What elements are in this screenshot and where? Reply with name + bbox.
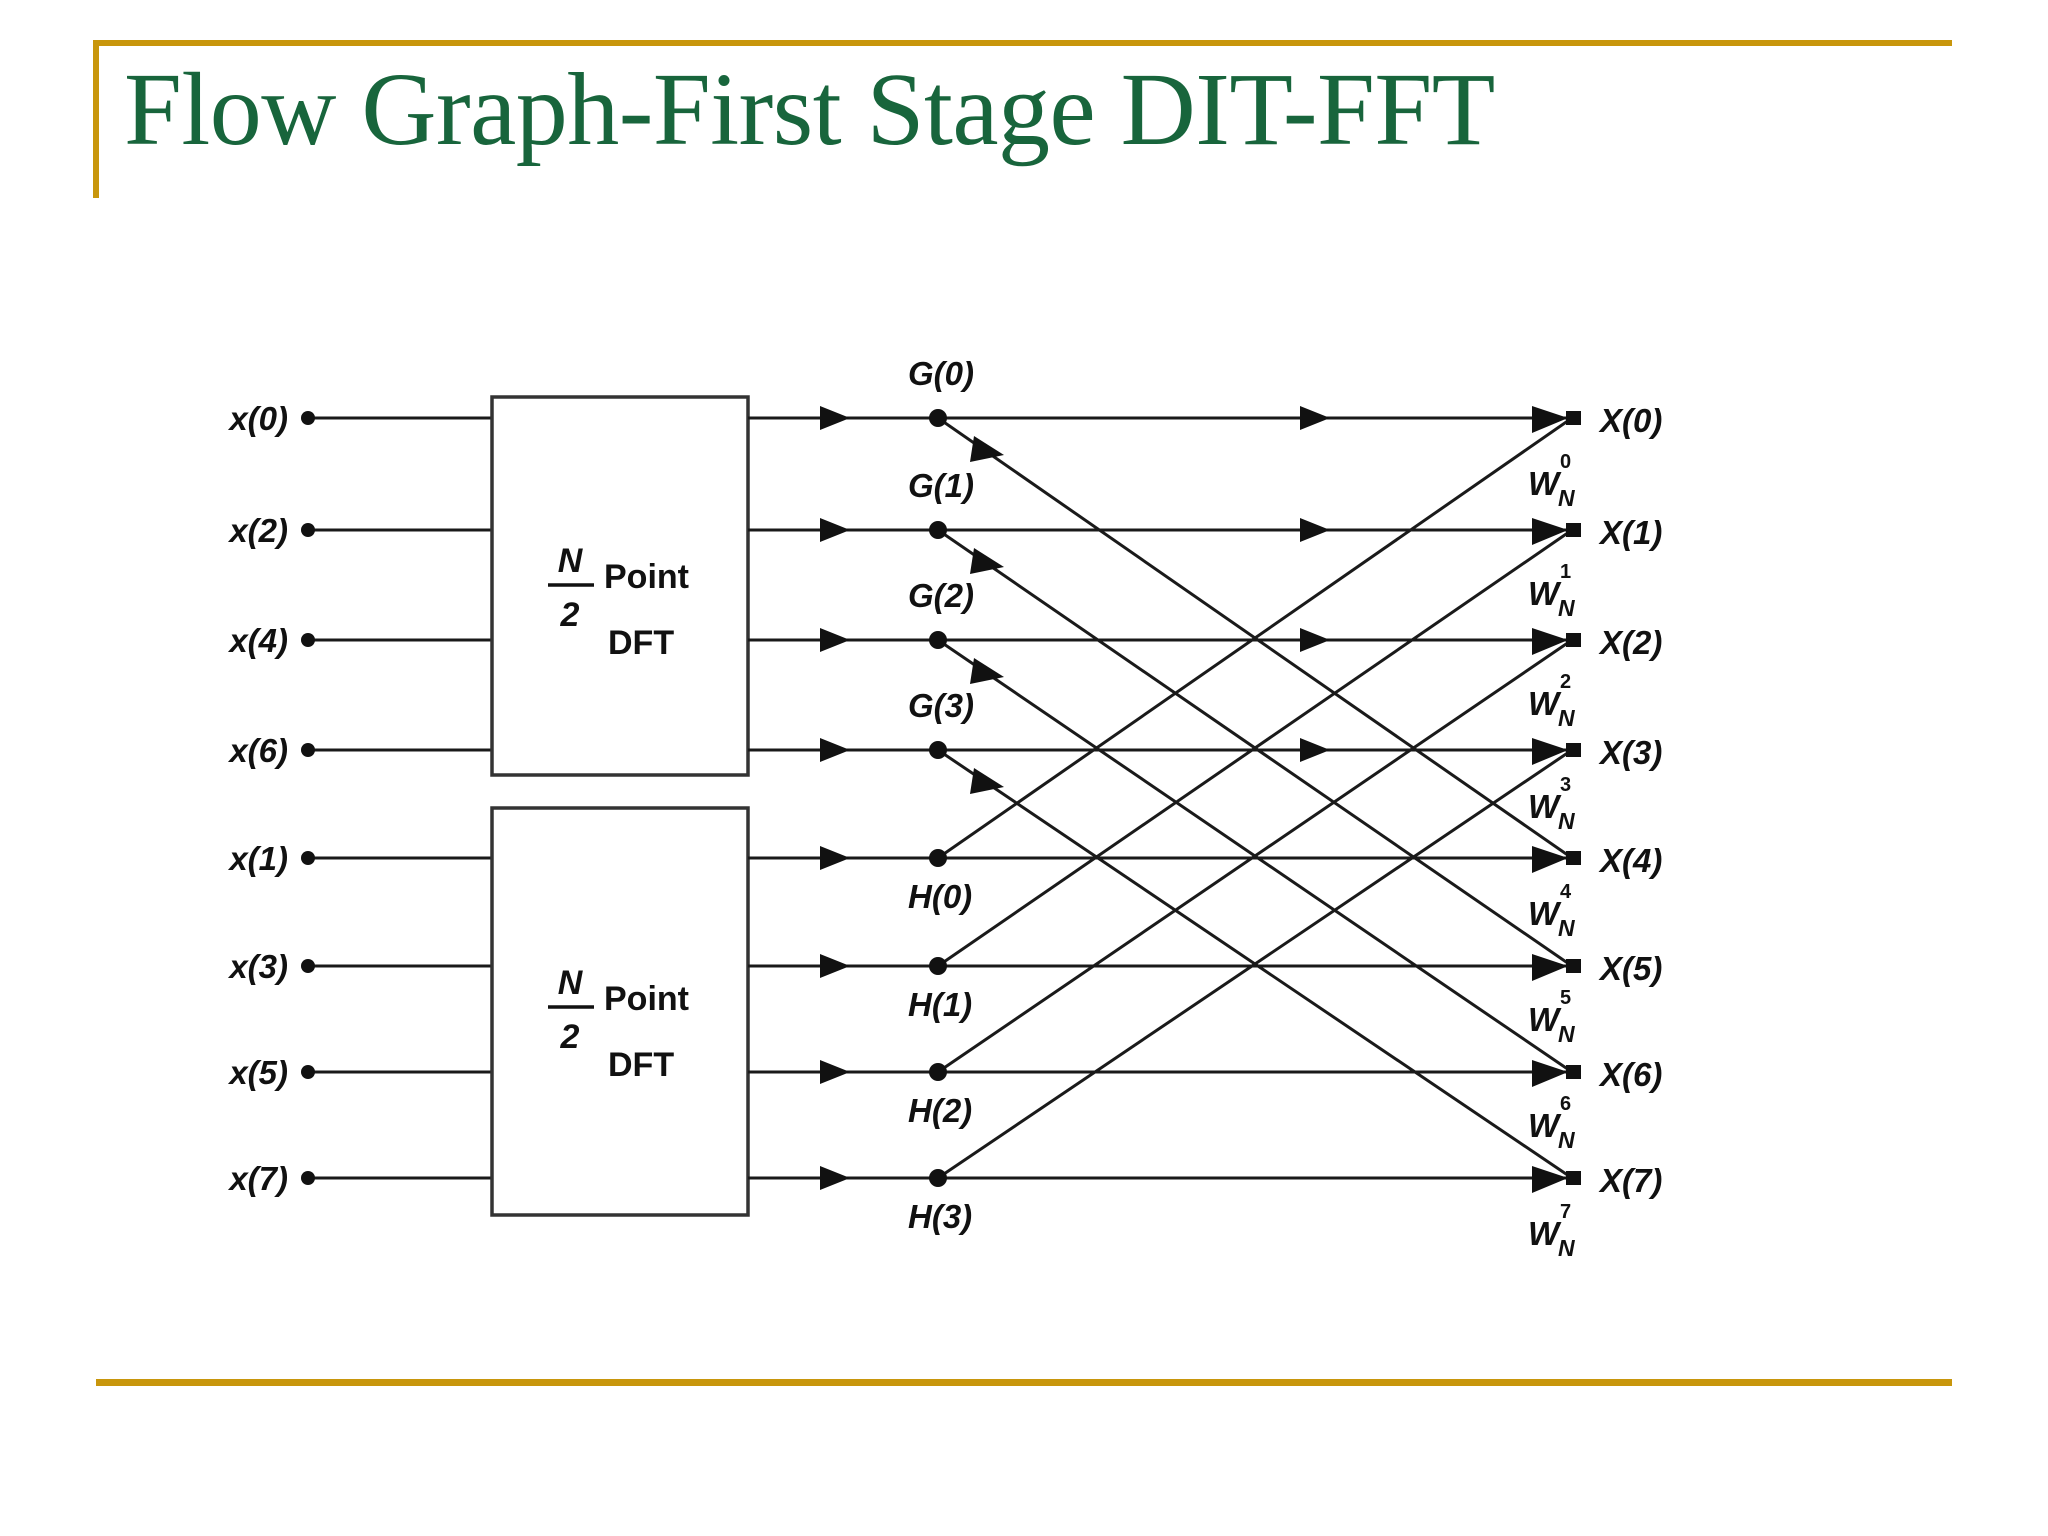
input-label-x6: x(6) (227, 732, 288, 769)
twiddle-4: W 4 N (1528, 881, 1575, 941)
output-label-X3: X(3) (1598, 734, 1662, 771)
twiddle-5-sup: 5 (1560, 987, 1571, 1009)
input-label-x4: x(4) (227, 622, 288, 659)
twiddle-2-sup: 2 (1560, 671, 1571, 693)
lower-frac-denominator: 2 (560, 1018, 580, 1056)
twiddle-7-sup: 7 (1560, 1201, 1571, 1223)
twiddle-2-sub: N (1558, 705, 1575, 731)
upper-dft-block-text: N 2 Point DFT (548, 542, 689, 662)
twiddle-1: W 1 N (1528, 561, 1575, 621)
title-left-rule (93, 40, 99, 198)
twiddle-6-base: W (1528, 1107, 1562, 1144)
diagonal-up-lines (937, 416, 1573, 1180)
output-label-X5: X(5) (1598, 950, 1662, 987)
lower-dft-block-text: N 2 Point DFT (548, 964, 689, 1084)
twiddle-6: W 6 N (1528, 1093, 1575, 1153)
twiddle-2-base: W (1528, 685, 1562, 722)
lower-point-label: Point (604, 980, 689, 1018)
mid-label-h3: H(3) (908, 1198, 972, 1235)
output-label-X0: X(0) (1598, 402, 1662, 439)
twiddle-4-sub: N (1558, 915, 1575, 941)
input-label-x1: x(1) (227, 840, 288, 877)
mid-label-h2: H(2) (908, 1092, 972, 1129)
input-label-x5: x(5) (227, 1054, 288, 1091)
mid-node-labels: G(0) G(1) G(2) G(3) H(0) H(1) H(2) H(3) (908, 355, 974, 1235)
slide-bottom-rule (96, 1379, 1952, 1386)
output-arrowheads (1532, 406, 1568, 1193)
input-nodes (301, 411, 315, 1185)
output-label-X1: X(1) (1598, 514, 1662, 551)
twiddle-4-base: W (1528, 895, 1562, 932)
mid-label-g2: G(2) (908, 577, 974, 614)
twiddle-0-sub: N (1558, 485, 1575, 511)
output-nodes (1566, 411, 1581, 1185)
diagonal-down-arrowheads (970, 436, 1004, 794)
upper-frac-denominator: 2 (560, 596, 580, 634)
twiddle-5: W 5 N (1528, 987, 1575, 1047)
twiddle-7-base: W (1528, 1215, 1562, 1252)
block-output-arrowheads (820, 406, 850, 1190)
mid-label-g1: G(1) (908, 467, 974, 504)
page-title: Flow Graph-First Stage DIT-FFT (124, 52, 1495, 167)
input-label-x7: x(7) (227, 1160, 288, 1197)
straight-line-arrowheads (1300, 406, 1330, 762)
twiddle-labels: W 0 N W 1 N W 2 N W 3 N (1528, 451, 1575, 1261)
twiddle-5-base: W (1528, 1001, 1562, 1038)
input-label-x0: x(0) (227, 400, 288, 437)
twiddle-3-sub: N (1558, 808, 1575, 834)
mid-label-h0: H(0) (908, 878, 972, 915)
mid-label-h1: H(1) (908, 986, 972, 1023)
output-labels: X(0) X(1) X(2) X(3) X(4) X(5) X(6) X(7) (1598, 402, 1662, 1199)
twiddle-6-sup: 6 (1560, 1093, 1571, 1115)
lower-frac-numerator: N (558, 964, 584, 1002)
input-label-x3: x(3) (227, 948, 288, 985)
input-lines (310, 416, 492, 1180)
twiddle-1-base: W (1528, 575, 1562, 612)
input-labels: x(0) x(2) x(4) x(6) x(1) x(3) x(5) x(7) (227, 400, 288, 1197)
twiddle-3-base: W (1528, 788, 1562, 825)
upper-frac-numerator: N (558, 542, 584, 580)
twiddle-0: W 0 N (1528, 451, 1575, 511)
output-label-X4: X(4) (1598, 842, 1662, 879)
twiddle-1-sub: N (1558, 595, 1575, 621)
upper-dft-label: DFT (608, 624, 674, 662)
mid-nodes (929, 409, 947, 1187)
output-label-X7: X(7) (1598, 1162, 1662, 1199)
title-top-rule (96, 40, 1952, 46)
twiddle-7-sub: N (1558, 1235, 1575, 1261)
twiddle-4-sup: 4 (1560, 881, 1572, 903)
twiddle-1-sup: 1 (1560, 561, 1571, 583)
diagonal-down-lines (937, 416, 1573, 1180)
input-label-x2: x(2) (227, 512, 288, 549)
straight-butterfly-lines (938, 416, 1572, 1180)
output-label-X2: X(2) (1598, 624, 1662, 661)
output-label-X6: X(6) (1598, 1056, 1662, 1093)
lower-dft-label: DFT (608, 1046, 674, 1084)
twiddle-6-sub: N (1558, 1127, 1575, 1153)
twiddle-7: W 7 N (1528, 1201, 1575, 1261)
twiddle-0-sup: 0 (1560, 451, 1571, 473)
twiddle-5-sub: N (1558, 1021, 1575, 1047)
twiddle-3: W 3 N (1528, 774, 1575, 834)
upper-dft-block (490, 395, 750, 777)
twiddle-0-base: W (1528, 465, 1562, 502)
mid-label-g3: G(3) (908, 687, 974, 724)
upper-point-label: Point (604, 558, 689, 596)
lower-dft-block (490, 806, 750, 1217)
twiddle-2: W 2 N (1528, 671, 1575, 731)
twiddle-3-sup: 3 (1560, 774, 1571, 796)
mid-label-g0: G(0) (908, 355, 974, 392)
